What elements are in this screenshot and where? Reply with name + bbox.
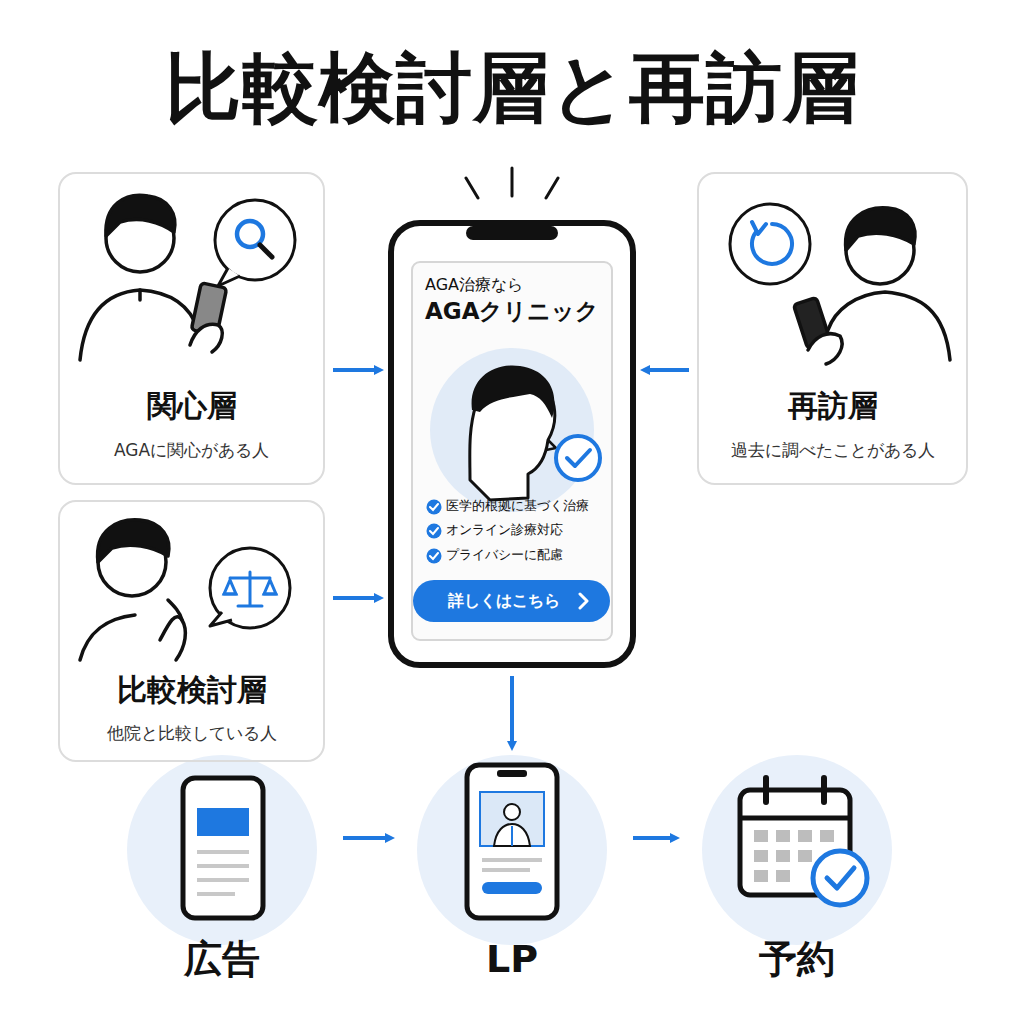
node-text: 他院と比較している人 [60, 723, 323, 743]
node-heading: 再訪層 [699, 388, 966, 424]
doctor-head [430, 348, 600, 512]
node-text: AGAに関心がある人 [60, 440, 323, 460]
diagram-title: 比較検討層と再訪層 [0, 42, 1024, 133]
comparing-person [80, 520, 185, 660]
lp-phone-icon [467, 765, 557, 918]
node-text: オンライン診療対応 [446, 522, 563, 538]
step-circle: LP [417, 755, 607, 945]
audience-card: 再訪層過去に調べたことがある人 [697, 172, 968, 485]
searching-person [80, 195, 227, 360]
flow-arrow [333, 368, 380, 372]
flow-arrow [333, 596, 380, 600]
step-circles [127, 755, 892, 945]
search-bubble [215, 200, 295, 286]
node-heading: 関心層 [60, 388, 323, 424]
step-circle: 広告 [127, 755, 317, 945]
node-heading: 詳しくはこちら [405, 591, 602, 610]
node-heading: 予約 [702, 937, 892, 983]
node-text: 過去に調べたことがある人 [699, 440, 966, 460]
phone-notch [466, 226, 558, 240]
calendar-icon [740, 778, 867, 905]
chevron-icon [576, 592, 590, 610]
node-text: AGAクリニック [425, 298, 599, 326]
audience-card: 関心層 AGAに関心がある人 [58, 172, 325, 485]
revisiting-person [793, 208, 950, 364]
node-text: プライバシーに配慮 [446, 547, 563, 563]
phone-screen-card [412, 262, 612, 640]
smartphone-ad: AGA治療なら AGAクリニック医学的根拠に基づく治療オンライン診療対応プライバシ… [388, 220, 636, 668]
step-circle: 予約 [702, 755, 892, 945]
node-heading: 広告 [127, 937, 317, 983]
flow-arrow [510, 676, 514, 747]
check-bullets [427, 500, 442, 564]
node-heading: 比較検討層 [60, 672, 323, 708]
attention-burst [466, 168, 558, 198]
node-text: 医学的根拠に基づく治療 [446, 498, 589, 514]
revisit-bubble [730, 204, 810, 284]
cta-button: 詳しくはこちら [413, 580, 610, 622]
node-heading: LP [417, 937, 607, 983]
node-heading: AGA治療なら [425, 275, 523, 294]
flow-arrow [633, 836, 676, 840]
flow-arrow [644, 368, 689, 372]
ad-phone-icon [183, 778, 263, 918]
audience-card: 比較検討層他院と比較している人 [58, 500, 325, 762]
scale-bubble [210, 548, 290, 628]
flow-arrow [343, 836, 391, 840]
